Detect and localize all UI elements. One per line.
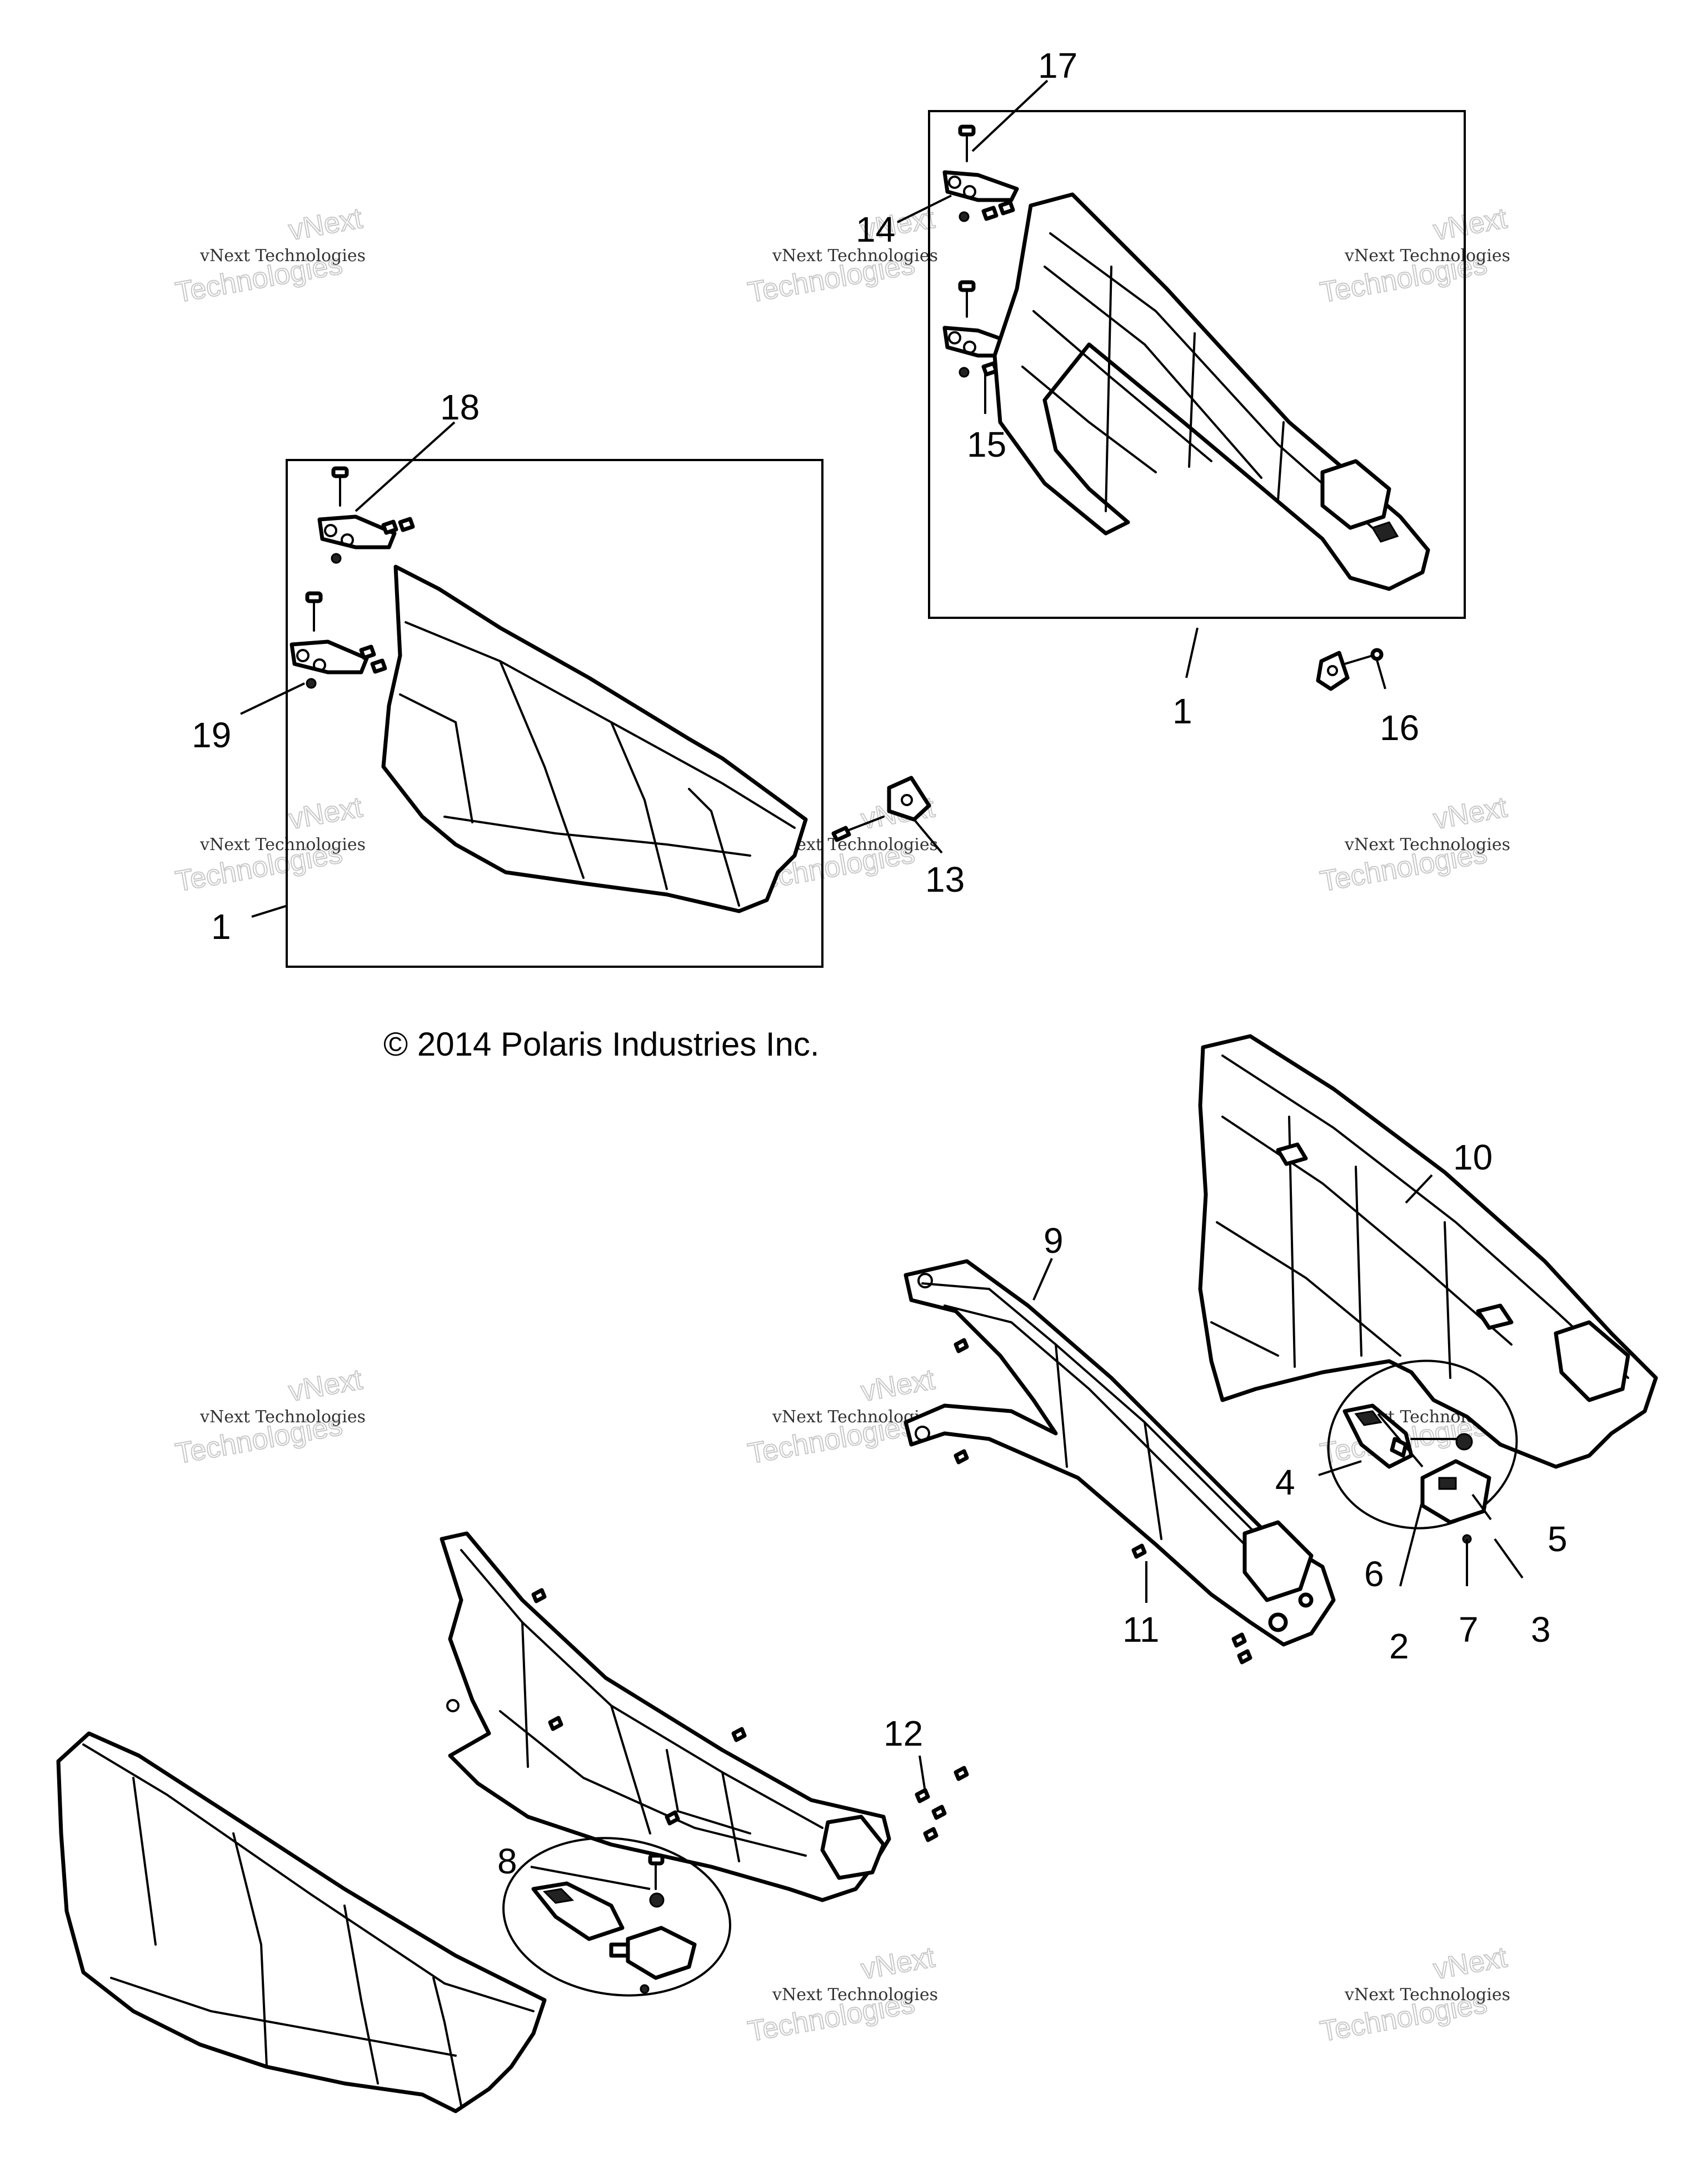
svg-text:vNext: vNext [286,791,365,836]
front-door-panel-top [381,564,808,913]
watermark: vNext Technologies vNext Technologies [745,1363,938,1471]
leader-lines [240,79,1524,1890]
callout-7: 7 [1459,1610,1479,1650]
striker-13 [831,776,931,842]
watermark: vNext Technologies vNext Technologies [173,791,366,898]
rear-door-assembly-box [928,110,1466,619]
rear-door-frame [904,1259,1336,1665]
svg-text:vNext: vNext [1431,202,1510,247]
callout-4: 4 [1275,1462,1295,1502]
rear-door-panel [1198,1034,1658,1469]
svg-text:vNext Technologies: vNext Technologies [1344,246,1510,266]
svg-text:vNext Technologies: vNext Technologies [1344,835,1510,854]
front-door-panel [56,1731,547,2113]
front-door-assembly-box [286,459,823,968]
callout-16: 16 [1380,708,1419,748]
hinge-lower-front [290,591,387,689]
screws-12 [915,1766,969,1842]
svg-text:vNext Technologies: vNext Technologies [772,1985,938,2005]
callout-labels: 17 14 15 1 16 18 19 13 1 10 9 4 5 6 11 2… [192,46,1568,1881]
callout-17: 17 [1038,46,1077,86]
callout-5: 5 [1548,1519,1568,1559]
watermark: vNext Technologies vNext Technologies [745,1941,938,2048]
hinge-upper-rear [942,124,1019,222]
callout-2: 2 [1389,1626,1409,1666]
callout-14: 14 [856,209,895,249]
svg-text:vNext Technologies: vNext Technologies [1344,1985,1510,2005]
hinge-upper-front [317,466,415,564]
watermark: vNext Technologies vNext Technologies [1317,1941,1510,2048]
callout-10: 10 [1453,1137,1493,1177]
callout-1-rear: 1 [1172,691,1192,731]
watermark: vNext Technologies vNext Technologies [173,1363,366,1471]
callout-18: 18 [440,387,480,427]
callout-3: 3 [1531,1610,1551,1650]
watermark: vNext Technologies vNext Technologies [745,202,938,309]
copyright-text: © 2014 Polaris Industries Inc. [383,1026,820,1063]
front-latch-kit [502,1837,731,1997]
watermark: vNext Technologies vNext Technologies [1317,791,1510,898]
svg-text:vNext: vNext [286,202,365,247]
callout-15: 15 [967,424,1006,464]
callout-11: 11 [1122,1610,1159,1650]
front-door-frame [440,1531,891,1902]
svg-text:vNext: vNext [1431,1941,1510,1986]
callout-13: 13 [925,859,965,899]
callout-1-front: 1 [211,907,231,947]
svg-text:vNext: vNext [1431,791,1510,836]
svg-text:vNext Technologies: vNext Technologies [199,835,366,854]
svg-text:vNext: vNext [859,1941,937,1986]
rear-latch-kit [1327,1360,1518,1544]
svg-text:vNext: vNext [286,1363,365,1408]
callout-19: 19 [192,715,231,755]
callout-6: 6 [1364,1554,1384,1594]
callout-12: 12 [884,1713,923,1753]
callout-9: 9 [1044,1221,1064,1261]
svg-text:vNext Technologies: vNext Technologies [199,246,366,266]
svg-text:vNext: vNext [859,1363,937,1408]
striker-16 [1316,648,1384,691]
rear-door-frame-top [992,192,1430,591]
svg-text:vNext Technologies: vNext Technologies [772,246,938,266]
watermark: vNext Technologies vNext Technologies [1317,202,1510,309]
svg-text:vNext Technologies: vNext Technologies [199,1407,366,1427]
callout-8: 8 [497,1841,517,1881]
watermark: vNext Technologies vNext Technologies [173,202,366,309]
